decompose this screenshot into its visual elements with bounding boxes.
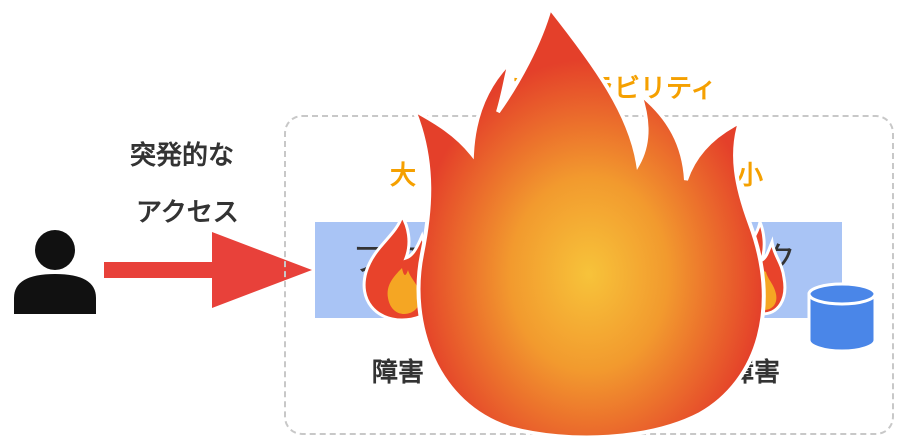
access-label-line2: アクセス bbox=[136, 198, 239, 228]
large-label: 大 bbox=[390, 161, 417, 191]
fire-icon-large bbox=[410, 4, 766, 436]
user-icon bbox=[14, 230, 96, 314]
arrow-right-icon bbox=[104, 232, 312, 308]
access-label-line1: 突発的な bbox=[130, 141, 235, 171]
failure-left-label: 障害 bbox=[372, 358, 425, 388]
database-icon bbox=[807, 282, 877, 353]
small-label: 小 bbox=[737, 161, 764, 191]
